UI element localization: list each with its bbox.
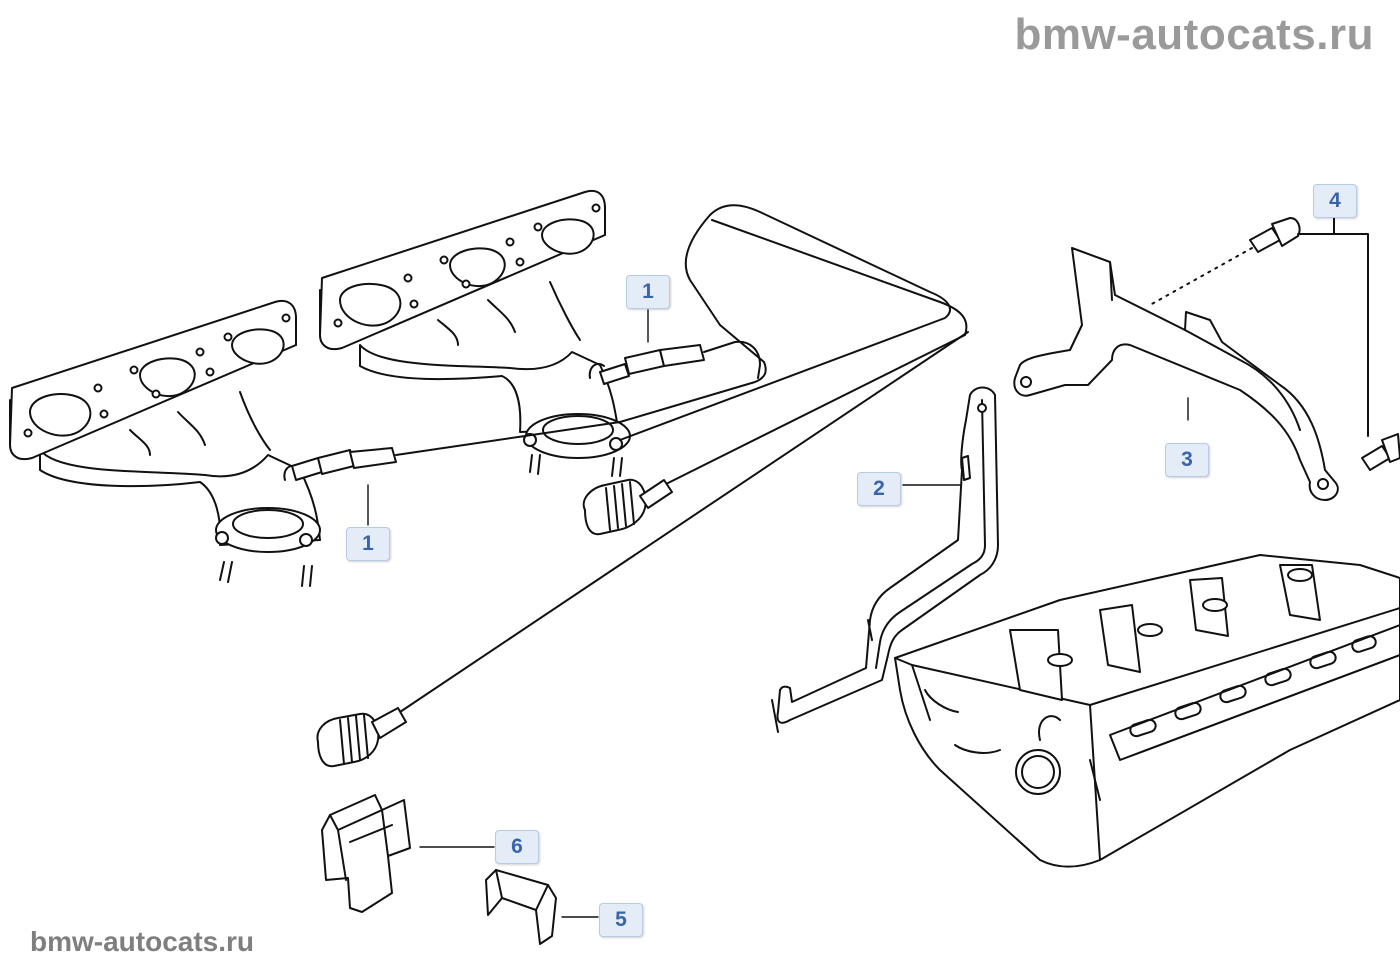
callout-bracket[interactable]: 2 bbox=[857, 472, 901, 506]
callout-clip[interactable]: 6 bbox=[495, 830, 539, 864]
watermark-bottom: bmw-autocats.ru bbox=[30, 926, 255, 957]
watermark-top: bmw-autocats.ru bbox=[1014, 10, 1374, 59]
callout-bolt[interactable]: 4 bbox=[1313, 184, 1357, 218]
exhaust-manifold-right bbox=[319, 189, 631, 477]
cap-part-5 bbox=[485, 869, 557, 945]
cylinder-head-cover bbox=[894, 554, 1400, 868]
oxygen-sensor-lower bbox=[291, 204, 969, 768]
bolt-part-4 bbox=[1149, 217, 1400, 471]
exhaust-manifold-left bbox=[9, 299, 321, 587]
clip-part-6 bbox=[321, 794, 411, 913]
holder-part-3 bbox=[1013, 247, 1339, 501]
callout-holder[interactable]: 3 bbox=[1165, 443, 1209, 477]
callout-oxygen-sensor-upper[interactable]: 1 bbox=[626, 275, 670, 309]
callout-oxygen-sensor-lower[interactable]: 1 bbox=[346, 527, 390, 561]
leader-lines bbox=[367, 309, 1189, 918]
bracket-part-2 bbox=[771, 386, 999, 733]
callout-cap[interactable]: 5 bbox=[599, 903, 643, 937]
oxygen-sensor-upper bbox=[599, 340, 761, 385]
